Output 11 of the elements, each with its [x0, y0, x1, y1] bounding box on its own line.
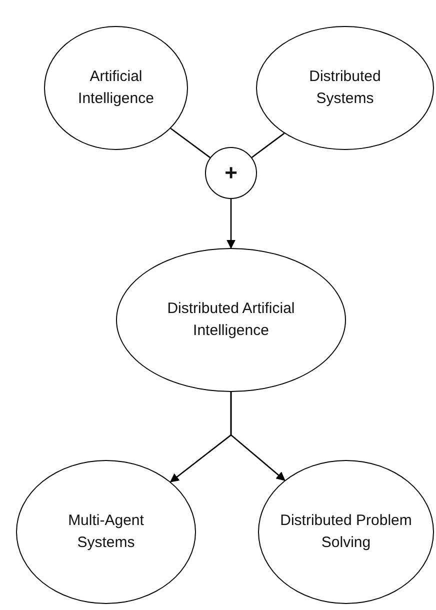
node-label: Distributed Systems: [308, 67, 382, 109]
connector-line: [251, 132, 285, 158]
node-label: Distributed Problem Solving: [279, 511, 413, 553]
node-label: Artificial Intelligence: [77, 67, 155, 109]
arrow: [226, 199, 236, 249]
arrow: [230, 392, 286, 481]
operator-circle: [205, 147, 257, 199]
node-label: Distributed Artificial Intelligence: [166, 299, 296, 341]
plus-sign: +: [224, 162, 238, 184]
node-label: Multi-Agent Systems: [67, 511, 145, 553]
connector-line: [170, 128, 210, 158]
